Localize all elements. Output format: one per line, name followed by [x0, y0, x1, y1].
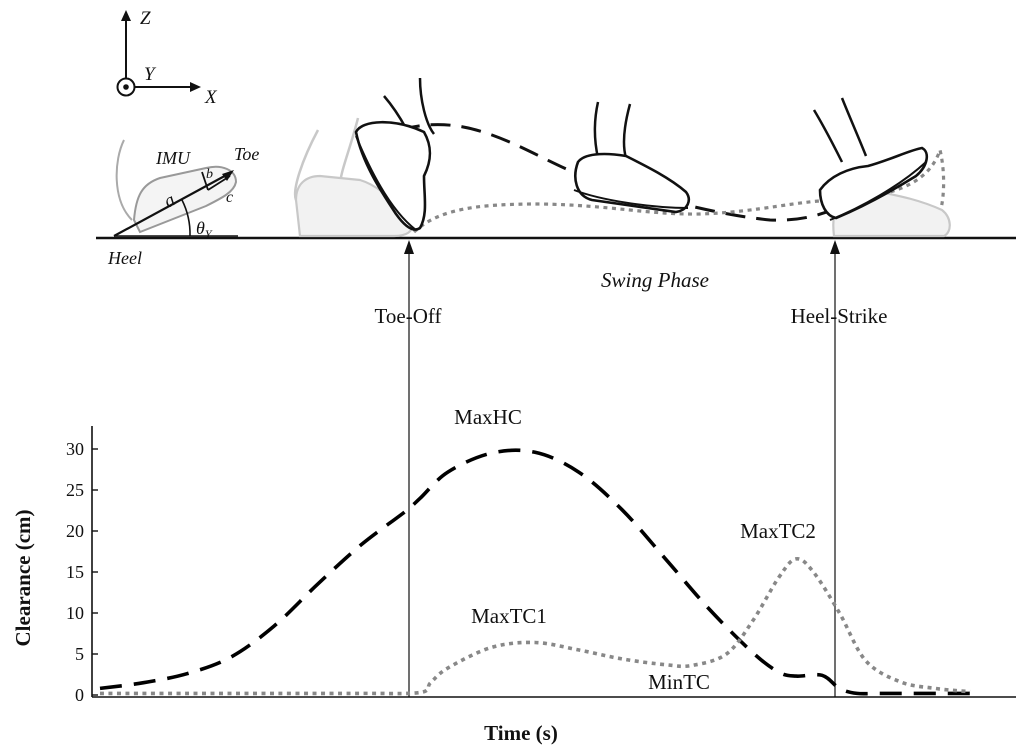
imu-arrowhead-icon: [222, 170, 234, 181]
imu-label: IMU: [155, 148, 191, 168]
x-axis-label: X: [204, 87, 218, 108]
toe-off-label: Toe-Off: [375, 304, 442, 328]
y-tick-label: 20: [66, 521, 84, 541]
y-tick-label: 5: [75, 644, 84, 664]
mid-swing-shoe: [573, 101, 690, 214]
z-axis-label: Z: [140, 8, 151, 29]
y-axis-title: Clearance (cm): [11, 509, 35, 646]
max-tc2-annotation: MaxTC2: [740, 519, 816, 543]
segment-c-label: c: [226, 189, 233, 206]
heel-strike-shoe: [812, 97, 929, 221]
heel-label: Heel: [107, 248, 142, 268]
theta-angle-arc: [181, 199, 191, 237]
toe-off-sole: [355, 135, 417, 231]
theta-label: θY: [196, 218, 213, 241]
y-axis-label: Y: [144, 64, 157, 85]
heel-strike-label: Heel-Strike: [791, 304, 888, 328]
y-axis-ticks: 0 5 10 15 20 25 30: [66, 439, 98, 705]
max-tc1-annotation: MaxTC1: [471, 604, 547, 628]
x-arrowhead-icon: [190, 82, 201, 92]
toe-off-arrowhead-icon: [404, 240, 414, 254]
max-hc-annotation: MaxHC: [454, 405, 522, 429]
y-axis-dot-icon: [123, 84, 129, 90]
toe-off-shoe-body: [354, 120, 432, 231]
mid-swing-sole: [573, 189, 689, 209]
y-tick-label: 30: [66, 439, 84, 459]
segment-a: [113, 171, 233, 237]
swing-phase-label: Swing Phase: [601, 268, 709, 292]
heel-strike-sole: [829, 161, 927, 221]
segment-b-label: b: [206, 167, 213, 182]
toe-label: Toe: [234, 144, 259, 164]
min-tc-annotation: MinTC: [648, 670, 710, 694]
coordinate-axes-legend: Z Y X: [116, 8, 218, 108]
heel-strike-arrowhead-icon: [830, 240, 840, 254]
shoe-outline: [132, 165, 238, 234]
clearance-chart: 0 5 10 15 20 25 30 Clearance (cm) Time (s): [11, 426, 1016, 745]
z-arrowhead-icon: [121, 10, 131, 21]
toe-clearance-series-line: [100, 557, 971, 696]
toe-off-shoe: [354, 77, 436, 231]
leg-outline: [115, 139, 133, 221]
heel-strike-leg: [812, 97, 868, 163]
y-tick-label: 0: [75, 685, 84, 705]
y-tick-label: 10: [66, 603, 84, 623]
heel-clearance-series-line: [99, 448, 970, 696]
y-tick-label: 25: [66, 480, 84, 500]
imu-foot-diagram: IMU Toe Heel a b c θY: [107, 139, 259, 268]
y-tick-label: 15: [66, 562, 84, 582]
x-axis-title: Time (s): [484, 721, 558, 745]
segment-b: [201, 171, 209, 191]
mid-swing-leg: [593, 101, 632, 159]
